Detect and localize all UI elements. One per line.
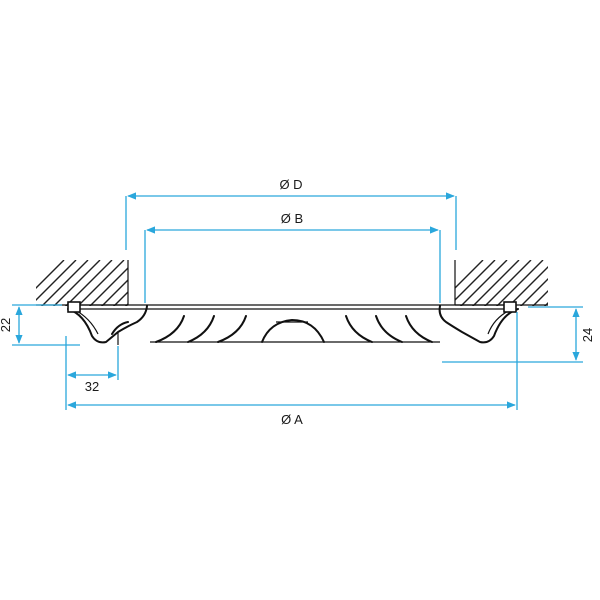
dimension-rim-width-label: 32: [85, 379, 99, 394]
left-gasket: [67, 301, 81, 313]
dimension-height-right: 24: [442, 306, 595, 363]
dimension-b: Ø B: [144, 211, 441, 303]
dimension-d-label: Ø D: [279, 177, 302, 192]
wall-section-right: [454, 260, 548, 306]
dimension-height-right-label: 24: [580, 328, 595, 342]
right-gasket: [503, 301, 517, 313]
dimension-d: Ø D: [125, 177, 457, 250]
dimension-a: Ø A: [65, 312, 518, 427]
fitting-cross-section: [67, 301, 519, 345]
dimension-b-label: Ø B: [281, 211, 303, 226]
wall-section-left: [36, 260, 129, 306]
dimension-height-left: 22: [0, 304, 80, 346]
dimension-height-left-label: 22: [0, 318, 13, 332]
dimension-a-label: Ø A: [281, 412, 303, 427]
dimension-rim-width: 32: [67, 346, 119, 394]
